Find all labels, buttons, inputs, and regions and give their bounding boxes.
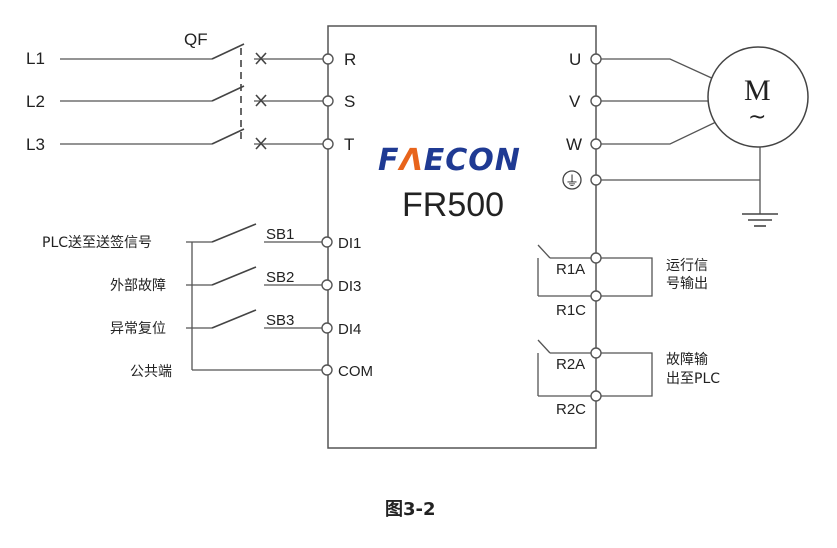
- switch-sb2: SB2: [266, 269, 294, 286]
- svg-text:FΛECON: FΛECON: [378, 143, 521, 178]
- relay2-desc-1: 故障输: [666, 352, 708, 368]
- signal-label-1: PLC送至送签信号: [42, 234, 152, 251]
- relay2-desc-2: 出至PLC: [666, 371, 720, 387]
- terminal-di3: [321, 279, 333, 291]
- terminal-r1c: [590, 290, 602, 302]
- terminal-di3-label: DI3: [338, 278, 361, 295]
- r1a-label: R1A: [556, 261, 585, 278]
- motor-label: M: [744, 74, 771, 107]
- terminal-v-label: V: [569, 92, 581, 111]
- brand-logo: FΛECON: [378, 143, 521, 178]
- terminal-t-label: T: [344, 135, 354, 154]
- terminal-t: [322, 138, 334, 150]
- brand-prefix: F: [378, 143, 400, 178]
- terminal-di4: [321, 322, 333, 334]
- ground-symbol: ⏚: [565, 174, 579, 190]
- r2c-label: R2C: [556, 401, 586, 418]
- signal-label-2: 外部故障: [110, 278, 166, 294]
- supply-line-l1: L1: [26, 49, 45, 68]
- motor: [707, 46, 809, 148]
- brand-suffix: ECON: [424, 143, 521, 178]
- figure-caption: 图3-2: [385, 499, 436, 520]
- switch-sb3: SB3: [266, 312, 294, 329]
- supply-line-l3: L3: [26, 135, 45, 154]
- terminal-r2c: [590, 390, 602, 402]
- motor-wave: ~: [748, 105, 766, 130]
- terminal-u: [590, 53, 602, 65]
- relay1-desc-1: 运行信: [666, 258, 708, 274]
- switch-sb1: SB1: [266, 226, 294, 243]
- power-terminals: R S T: [322, 50, 356, 154]
- terminal-com-label: COM: [338, 363, 373, 380]
- signal-label-3: 异常复位: [110, 320, 166, 337]
- terminal-s-label: S: [344, 92, 355, 111]
- breaker-label: QF: [184, 30, 208, 49]
- terminal-w: [590, 138, 602, 150]
- terminal-r1a: [590, 252, 602, 264]
- terminal-w-label: W: [566, 135, 582, 154]
- motor-outputs: U V W ⏚ M ~: [562, 46, 809, 227]
- terminal-di1-label: DI1: [338, 235, 361, 252]
- supply-section: L1 L2 L3 QF: [26, 30, 328, 154]
- inverter-box: [327, 25, 597, 449]
- terminal-di1: [321, 236, 333, 248]
- terminal-v: [590, 95, 602, 107]
- terminal-di4-label: DI4: [338, 321, 361, 338]
- terminal-r: [322, 53, 334, 65]
- terminal-s: [322, 95, 334, 107]
- terminal-u-label: U: [569, 50, 581, 69]
- relay1-desc-2: 号输出: [666, 276, 708, 292]
- r2a-label: R2A: [556, 356, 585, 373]
- supply-line-l2: L2: [26, 92, 45, 111]
- model-name: FR500: [402, 186, 504, 224]
- signal-label-4: 公共端: [130, 364, 172, 380]
- r1c-label: R1C: [556, 302, 586, 319]
- ground-badge: [562, 170, 582, 190]
- terminal-r-label: R: [344, 50, 356, 69]
- brand-accent: Λ: [398, 143, 424, 178]
- relay-outputs: R1A R1C 运行信 号输出 R2A R2C 故障输 出至PLC: [537, 244, 720, 418]
- digital-inputs: PLC送至送签信号 外部故障 异常复位 公共端 SB1 SB2 SB3 DI1 …: [42, 223, 373, 380]
- terminal-com: [321, 364, 333, 376]
- terminal-pe: [590, 174, 602, 186]
- terminal-r2a: [590, 347, 602, 359]
